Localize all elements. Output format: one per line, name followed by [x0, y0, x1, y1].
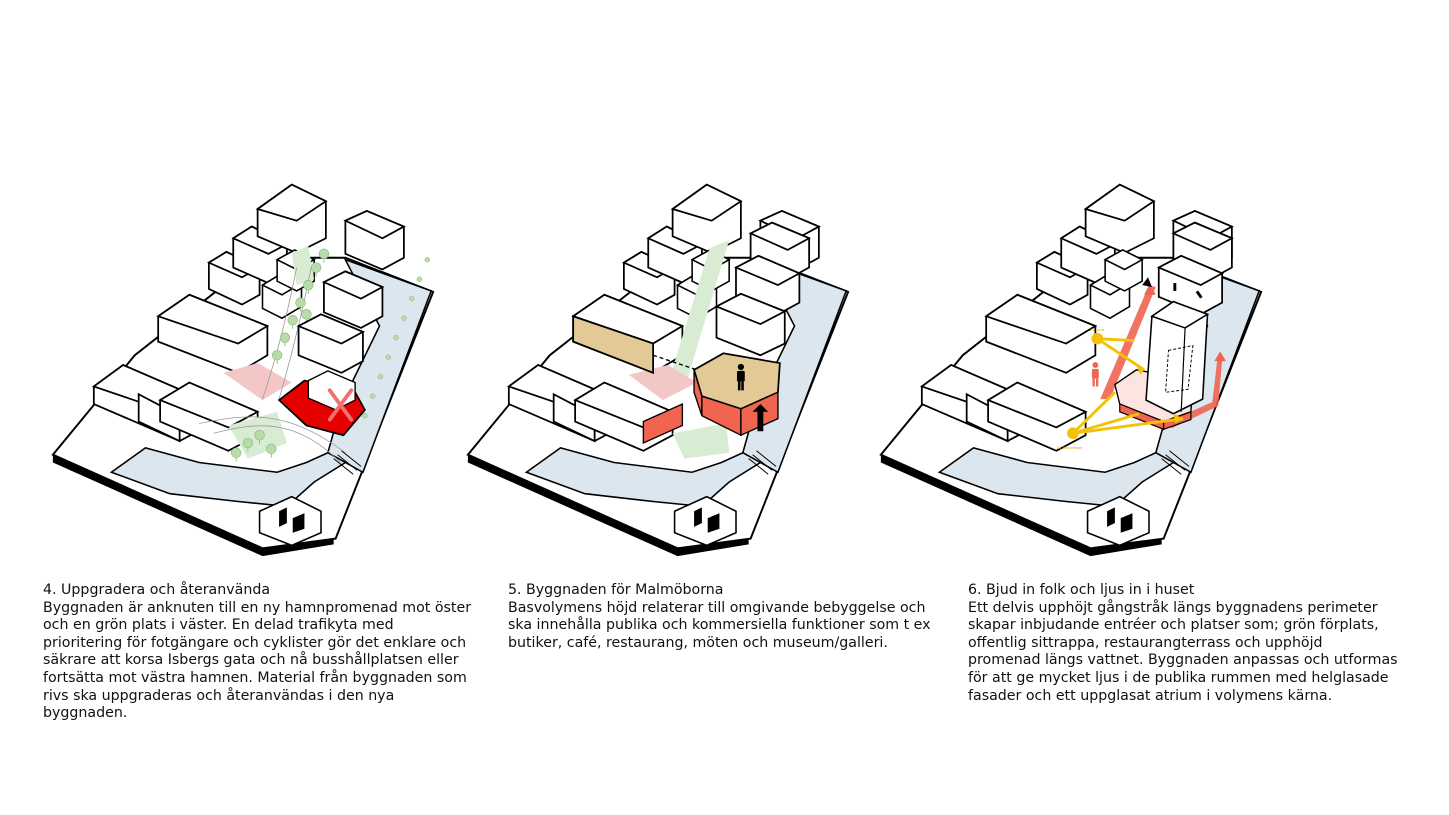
cross-mark-icon	[327, 388, 354, 422]
diagram-building-for-malmo	[466, 183, 850, 558]
sun-label-june: 21 June	[1090, 327, 1105, 332]
reference-volume	[572, 315, 655, 375]
person-icon	[736, 363, 745, 391]
caption-title: 5. Byggnaden för Malmöborna	[508, 582, 724, 598]
diagram-upgrade-reuse	[51, 183, 435, 558]
person-icon	[1091, 362, 1099, 387]
sun-winter-icon	[1067, 427, 1079, 440]
sun-summer-icon	[1091, 332, 1104, 345]
arrow-up-icon	[752, 404, 769, 432]
caption-body: Byggnaden är anknuten till en ny hamnpro…	[43, 599, 472, 722]
sun-rays	[1071, 337, 1184, 435]
caption-body: Basvolymens höjd relaterar till omgivand…	[508, 599, 931, 651]
caption-panel-5: 5. Byggnaden för Malmöborna Basvolymens …	[508, 582, 938, 652]
caption-body: Ett delvis upphöjt gångstråk längs byggn…	[968, 599, 1398, 704]
caption-panel-6: 6. Bjud in folk och ljus in i huset Ett …	[968, 582, 1398, 705]
sun-label-december: 21 December	[1056, 445, 1083, 450]
caption-title: 4. Uppgradera och återanvända	[43, 582, 271, 598]
elevated-walkway	[1100, 285, 1156, 400]
caption-title: 6. Bjud in folk och ljus in i huset	[968, 582, 1195, 598]
diagram-invite-people-light: 21 June 21 December	[879, 183, 1263, 558]
caption-panel-4: 4. Uppgradera och återanvända Byggnaden …	[43, 582, 473, 723]
